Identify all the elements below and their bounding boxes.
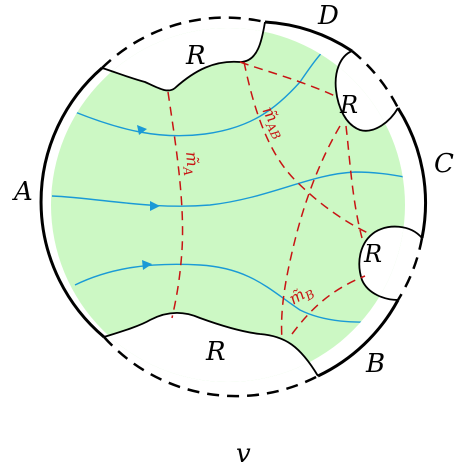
label-c: C (434, 149, 454, 179)
disk-boundary (39, 20, 427, 378)
caption: v (236, 439, 251, 469)
label-d: D (317, 1, 339, 31)
flow-line-top (74, 34, 346, 137)
label-r-bottom: R (205, 337, 226, 367)
dashed-curves (167, 61, 371, 341)
arrow-icon (142, 260, 152, 270)
dashed-boundary (101, 16, 424, 398)
arrow-icon (137, 125, 147, 135)
curve-m-ab-upper (239, 61, 336, 97)
r-region-top (100, 28, 265, 91)
curve-m-b (291, 275, 366, 335)
label-m-a-sub: A (180, 166, 195, 177)
label-r-right: R (363, 240, 382, 268)
flow-lines (51, 34, 405, 323)
dashed-arc-upper-right (351, 50, 400, 109)
dashed-arc-bottom (103, 336, 319, 398)
label-a: A (12, 177, 33, 207)
svg-text:m̃A: m̃A (179, 151, 203, 177)
boundary-arc-top-right (264, 20, 353, 53)
r-boundary-right (358, 225, 423, 301)
dashed-arc-top (101, 16, 266, 69)
r-boundary-top (101, 21, 266, 92)
flow-arrows (137, 125, 160, 270)
boundary-arc-right (396, 107, 427, 239)
flow-line-middle (51, 171, 405, 207)
r-boundary-upper-right (334, 50, 399, 132)
arrow-icon (150, 201, 160, 211)
label-r-upper-right: R (339, 91, 358, 119)
label-m-a-symbol: m̃ (182, 151, 202, 168)
boundary-arc-bottom-right (317, 299, 400, 378)
r-boundary-bottom (103, 312, 319, 377)
curve-middle-long (280, 125, 341, 341)
r-boundaries (101, 21, 423, 377)
label-b: B (365, 349, 385, 379)
curve-m-ab (243, 61, 371, 235)
label-m-a: m̃A (179, 151, 203, 177)
boundary-arc-left (39, 66, 105, 339)
label-r-top: R (185, 41, 206, 71)
flow-line-bottom (74, 263, 397, 323)
dashed-arc-right (396, 237, 424, 301)
